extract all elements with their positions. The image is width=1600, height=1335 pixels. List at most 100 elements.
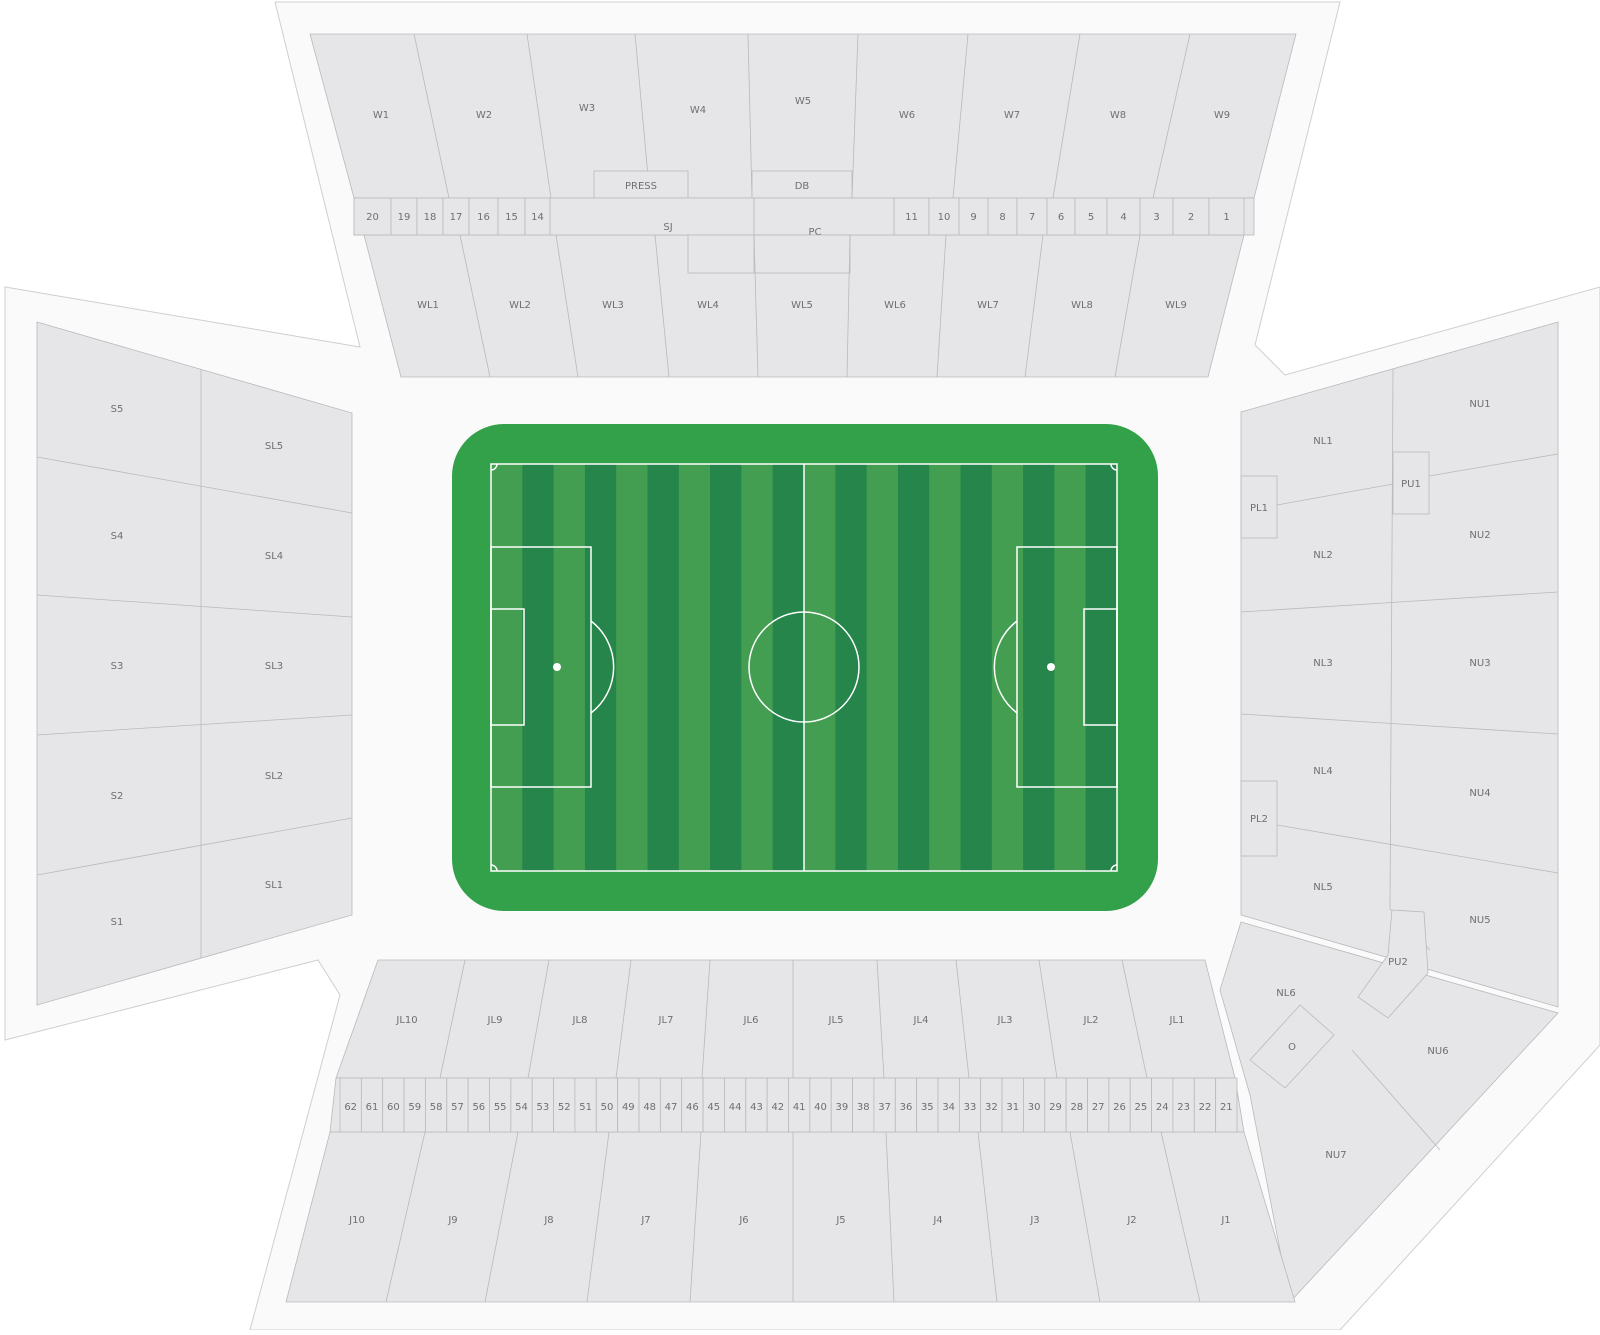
- section-nl2-label: NL2: [1313, 550, 1332, 561]
- west-upper-divider: [952, 33, 969, 199]
- box-50-label: 50: [601, 1102, 614, 1113]
- section-sl2-label: SL2: [265, 771, 283, 782]
- section-wl4-label: WL4: [697, 300, 719, 311]
- south-divider: [36, 594, 353, 618]
- center-circle: [748, 611, 860, 723]
- box-17[interactable]: [442, 197, 470, 236]
- box-40-label: 40: [814, 1102, 827, 1113]
- section-w1-label: W1: [373, 110, 389, 121]
- corner-divider-b: [1351, 1049, 1441, 1151]
- box-27-label: 27: [1092, 1102, 1105, 1113]
- section-wl3-label: WL3: [602, 300, 624, 311]
- section-nl4-label: NL4: [1313, 766, 1332, 777]
- box-28-label: 28: [1070, 1102, 1083, 1113]
- section-s1-label: S1: [111, 917, 124, 928]
- box-46-label: 46: [686, 1102, 699, 1113]
- section-j7-label: J7: [640, 1215, 650, 1226]
- box-10[interactable]: [928, 197, 960, 236]
- section-o[interactable]: [1249, 1004, 1335, 1089]
- box-9[interactable]: [958, 197, 989, 236]
- south-divider: [36, 456, 353, 514]
- east-lower-divider: [439, 959, 466, 1079]
- left-penalty-spot: [553, 663, 561, 671]
- box-15[interactable]: [497, 197, 526, 236]
- section-pu1-label: PU1: [1401, 479, 1421, 490]
- box-11[interactable]: [893, 197, 930, 236]
- west-lower-divider: [654, 234, 670, 378]
- pitch-stripe: [1054, 464, 1087, 871]
- box-21[interactable]: [1215, 1077, 1238, 1133]
- box-4-label: 4: [1120, 212, 1126, 223]
- west-upper-divider: [1052, 33, 1081, 199]
- section-j8-label: J8: [543, 1215, 553, 1226]
- section-nu3-label: NU3: [1469, 658, 1490, 669]
- east-lower-divider: [876, 959, 885, 1079]
- west-lower-divider: [1024, 234, 1044, 378]
- west-upper-divider: [526, 33, 552, 199]
- section-s4-label: S4: [111, 531, 124, 542]
- section-pu2[interactable]: [1357, 909, 1429, 1019]
- box-38-label: 38: [857, 1102, 870, 1113]
- section-pl1[interactable]: [1240, 475, 1278, 539]
- box-16[interactable]: [468, 197, 499, 236]
- box-10-label: 10: [938, 212, 951, 223]
- corner-arc-tl: [490, 463, 498, 471]
- section-jl10-label: JL10: [395, 1015, 417, 1026]
- box-42-label: 42: [771, 1102, 784, 1113]
- box-53-label: 53: [537, 1102, 550, 1113]
- box-8[interactable]: [987, 197, 1018, 236]
- box-3[interactable]: [1139, 197, 1174, 236]
- box-14[interactable]: [524, 197, 551, 236]
- section-w3-label: W3: [579, 103, 595, 114]
- pitch-markings: [490, 463, 1118, 872]
- section-nu1-label: NU1: [1469, 399, 1490, 410]
- right-penalty-arc: [993, 620, 1018, 714]
- pitch-stripe: [929, 464, 961, 871]
- section-sj[interactable]: [549, 197, 755, 236]
- section-pl1-label: PL1: [1250, 503, 1268, 514]
- pitch-stripe: [960, 464, 993, 871]
- north-stand: PU1 PL1 PL2 NL1NL2NL3NL4NL5NU1NU2NU3NU4N…: [1219, 321, 1559, 1303]
- box-44-label: 44: [729, 1102, 742, 1113]
- box-47-label: 47: [665, 1102, 678, 1113]
- section-pl2[interactable]: [1240, 780, 1278, 857]
- section-sj-label: SJ: [663, 222, 672, 233]
- section-j2-label: J2: [1126, 1215, 1136, 1226]
- east-upper-divider: [977, 1131, 998, 1303]
- section-nl1-label: NL1: [1313, 436, 1332, 447]
- box-19[interactable]: [390, 197, 418, 236]
- section-jl1-label: JL1: [1169, 1015, 1185, 1026]
- pc-lower-box: [687, 234, 851, 274]
- section-jl5-label: JL5: [828, 1015, 844, 1026]
- section-wl2-label: WL2: [509, 300, 531, 311]
- section-sl1-label: SL1: [265, 880, 283, 891]
- box-7[interactable]: [1016, 197, 1048, 236]
- section-nu4-label: NU4: [1469, 788, 1490, 799]
- east-upper-divider: [1160, 1131, 1201, 1303]
- section-wl5-label: WL5: [791, 300, 813, 311]
- pitch-stripe: [710, 464, 742, 871]
- box-6[interactable]: [1046, 197, 1076, 236]
- box-59-label: 59: [408, 1102, 421, 1113]
- west-upper-divider: [413, 33, 450, 199]
- box-30-label: 30: [1028, 1102, 1041, 1113]
- box-43-label: 43: [750, 1102, 763, 1113]
- box-4[interactable]: [1106, 197, 1141, 236]
- section-pu1[interactable]: [1392, 451, 1430, 515]
- pitch-stripe: [584, 464, 617, 871]
- section-jl8-label: JL8: [572, 1015, 588, 1026]
- section-nu6-label: NU6: [1427, 1046, 1448, 1057]
- box-18[interactable]: [416, 197, 444, 236]
- box-1[interactable]: [1208, 197, 1245, 236]
- north-middle-divider: [1389, 368, 1394, 910]
- section-wl8-label: WL8: [1071, 300, 1093, 311]
- box-2[interactable]: [1172, 197, 1210, 236]
- box-31-label: 31: [1006, 1102, 1019, 1113]
- box-48-label: 48: [643, 1102, 656, 1113]
- section-pc[interactable]: [753, 197, 895, 236]
- section-w7-label: W7: [1004, 110, 1020, 121]
- box-58-label: 58: [430, 1102, 443, 1113]
- east-lower-block: [335, 959, 1236, 1079]
- pitch-stripe: [647, 464, 680, 871]
